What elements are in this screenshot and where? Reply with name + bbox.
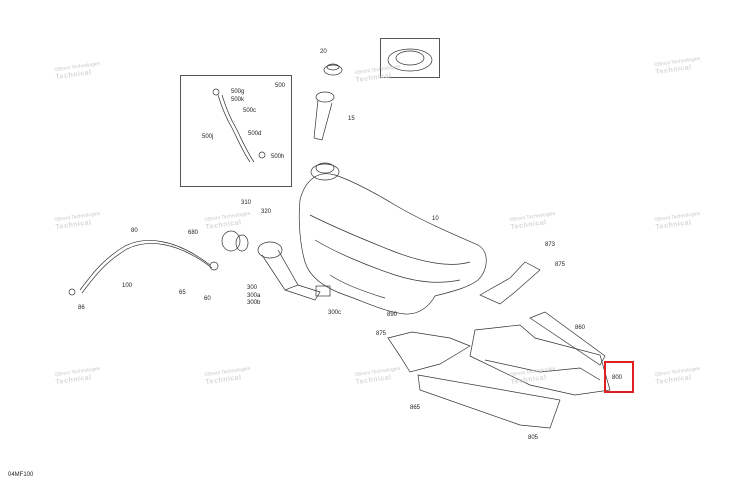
filler-hose-top xyxy=(315,91,335,103)
label-300: 300 xyxy=(247,285,258,291)
label-500g: 500g xyxy=(231,89,245,95)
label-310: 310 xyxy=(241,200,252,206)
label-800[interactable]: 800 xyxy=(612,375,623,381)
vent-hose-inset xyxy=(180,75,292,187)
label-890: 890 xyxy=(387,312,398,318)
fuel-pump xyxy=(257,241,283,259)
skid-plate-front xyxy=(387,331,471,373)
label-300a: 300a xyxy=(247,293,261,299)
label-860: 860 xyxy=(575,325,586,331)
skid-plate-main xyxy=(469,324,611,396)
label-300c: 300c xyxy=(328,310,342,316)
gasket-ring xyxy=(221,230,241,252)
highlight-callout[interactable] xyxy=(604,361,634,393)
label-86: 86 xyxy=(78,305,85,311)
diagram-reference-code: 04MF100 xyxy=(8,472,34,478)
support-bracket xyxy=(479,261,541,305)
label-680: 680 xyxy=(188,230,199,236)
filler-cap-inset xyxy=(380,38,440,78)
label-60: 60 xyxy=(204,296,211,302)
fuel-line xyxy=(79,240,211,291)
label-865: 865 xyxy=(410,405,421,411)
label-500: 500 xyxy=(275,83,286,89)
fuel-tank xyxy=(298,173,487,315)
label-500h: 500h xyxy=(271,154,285,160)
label-65: 65 xyxy=(179,290,186,296)
label-500d: 500d xyxy=(248,131,262,137)
label-500c: 500c xyxy=(243,108,257,114)
label-100: 100 xyxy=(122,283,133,289)
label-873: 873 xyxy=(545,242,556,248)
label-80: 80 xyxy=(131,228,138,234)
label-805: 805 xyxy=(528,435,539,441)
label-875-right: 875 xyxy=(555,262,566,268)
label-20: 20 xyxy=(320,49,327,55)
label-320: 320 xyxy=(261,209,272,215)
vent-hose xyxy=(217,94,251,163)
tank-filler-neck xyxy=(310,163,340,181)
filler-cap xyxy=(323,64,343,76)
label-500k: 500k xyxy=(231,97,245,103)
label-875-left: 875 xyxy=(376,331,387,337)
label-10: 10 xyxy=(432,216,439,222)
label-300b: 300b xyxy=(247,300,261,306)
label-500j: 500j xyxy=(202,134,214,140)
label-15: 15 xyxy=(348,116,355,122)
